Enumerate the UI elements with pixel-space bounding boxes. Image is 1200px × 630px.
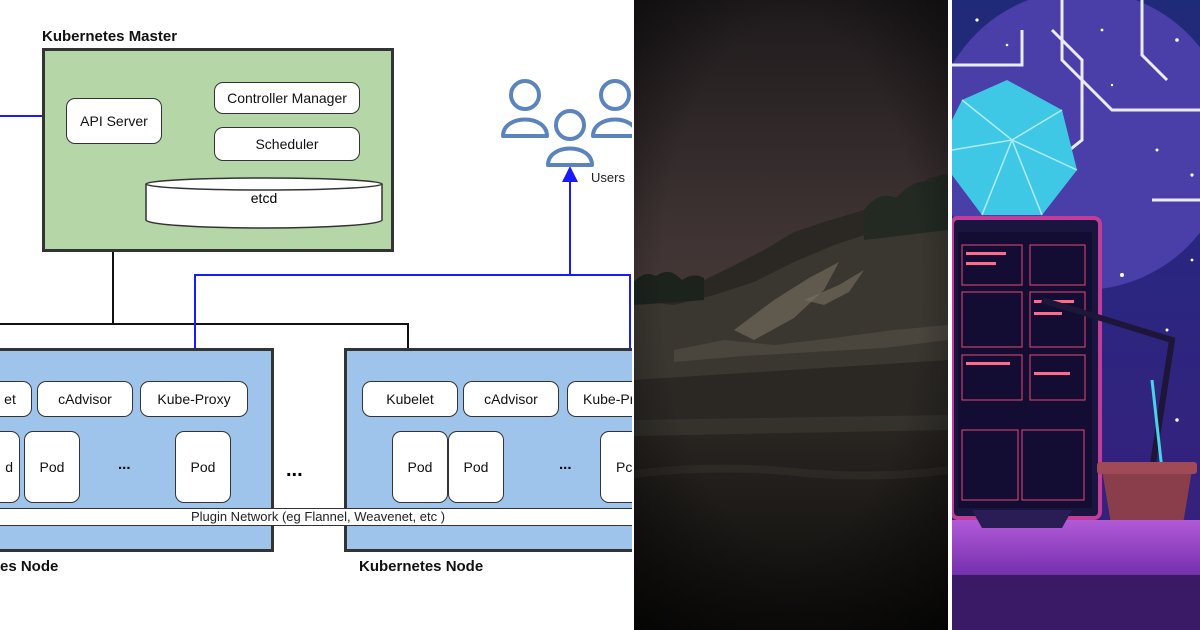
- api-server-box: API Server: [66, 98, 162, 144]
- left-pod-box: d: [0, 431, 20, 503]
- node-ellipsis: ...: [286, 459, 303, 481]
- right-pod-box: Pod: [448, 431, 504, 503]
- controller-manager-box: Controller Manager: [214, 82, 360, 114]
- scheduler-box: Scheduler: [214, 127, 360, 161]
- etcd-label: etcd: [250, 190, 278, 206]
- plugin-network-bar: Plugin Network (eg Flannel, Weavenet, et…: [0, 508, 632, 526]
- master-title: Kubernetes Master: [42, 28, 178, 45]
- left-kubelet-box: et: [0, 381, 32, 417]
- left-pod-box: Pod: [175, 431, 231, 503]
- proxy-left-arrow: [187, 274, 570, 380]
- right-kubelet-box: Kubelet: [362, 381, 458, 417]
- right-pod-ellipsis: ...: [559, 456, 572, 473]
- right-pod-box: Pc: [600, 431, 632, 503]
- left-pod-ellipsis: ...: [118, 456, 131, 473]
- left-pod-box: Pod: [24, 431, 80, 503]
- left-node-title: es Node: [0, 558, 59, 575]
- proxy-right-arrow: [570, 274, 631, 380]
- panel-divider: [948, 0, 952, 630]
- neon-tech-illustration: [952, 0, 1200, 630]
- kubernetes-architecture-diagram: Kubernetes Master API Server Controller …: [0, 28, 632, 575]
- right-cadvisor-box: cAdvisor: [463, 381, 559, 417]
- left-cadvisor-box: cAdvisor: [37, 381, 133, 417]
- etcd-cylinder: [145, 177, 383, 229]
- left-kube-proxy-box: Kube-Proxy: [140, 381, 248, 417]
- users-label: Users: [591, 170, 625, 185]
- right-node-title: Kubernetes Node: [359, 558, 484, 575]
- night-cliff-photo: [634, 0, 948, 630]
- users-icon: [501, 79, 632, 167]
- panel-divider: [632, 0, 634, 630]
- right-pod-box: Pod: [392, 431, 448, 503]
- right-kube-proxy-box: Kube-Pr: [567, 381, 632, 417]
